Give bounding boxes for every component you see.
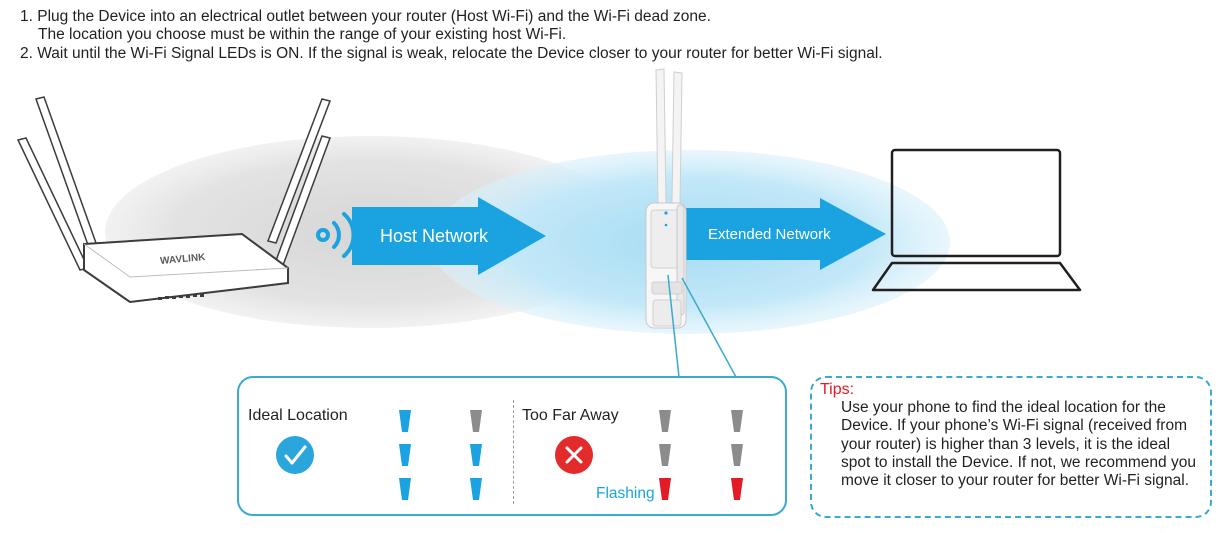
host-network-label: Host Network bbox=[380, 226, 489, 246]
signal-bar bbox=[731, 444, 743, 466]
laptop-icon bbox=[871, 148, 1082, 292]
signal-bar bbox=[470, 444, 482, 466]
signal-bar bbox=[659, 478, 671, 500]
panel-divider bbox=[513, 400, 514, 504]
flashing-label: Flashing bbox=[596, 485, 655, 502]
signal-bars-ideal-left bbox=[399, 410, 413, 502]
signal-bar bbox=[399, 410, 411, 432]
signal-bar bbox=[399, 478, 411, 500]
tips-body: Use your phone to find the ideal locatio… bbox=[841, 399, 1196, 490]
router-antenna-icon bbox=[16, 96, 332, 271]
signal-bar bbox=[731, 478, 743, 500]
step-2: 2. Wait until the Wi-Fi Signal LEDs is O… bbox=[20, 45, 883, 62]
signal-location-panel: Ideal Location Too Far Away Flashing bbox=[237, 376, 787, 516]
signal-bar bbox=[731, 410, 743, 432]
step-1-line-2: The location you choose must be within t… bbox=[38, 26, 567, 43]
router-brand-logo: WAVLINK bbox=[160, 252, 207, 267]
extender-device-icon bbox=[645, 68, 687, 329]
host-network-arrow bbox=[352, 197, 546, 275]
signal-bar bbox=[470, 478, 482, 500]
ideal-location-label: Ideal Location bbox=[248, 407, 348, 424]
cross-icon bbox=[555, 436, 593, 474]
extended-network-arrow bbox=[686, 198, 886, 270]
checkmark-icon bbox=[276, 436, 314, 474]
signal-bar bbox=[470, 410, 482, 432]
signal-bar bbox=[659, 410, 671, 432]
tips-box: Tips: Use your phone to find the ideal l… bbox=[810, 376, 1212, 518]
callout-lines bbox=[667, 274, 737, 378]
signal-bar bbox=[659, 444, 671, 466]
too-far-away-label: Too Far Away bbox=[522, 407, 619, 424]
tips-title: Tips: bbox=[820, 381, 855, 398]
step-1-line-1: 1. Plug the Device into an electrical ou… bbox=[20, 8, 711, 25]
signal-bars-far-right bbox=[731, 410, 745, 502]
signal-bars-ideal-right bbox=[470, 410, 484, 502]
router-icon: WAVLINK bbox=[83, 232, 289, 304]
signal-bar bbox=[399, 444, 411, 466]
signal-bars-far-left bbox=[659, 410, 673, 502]
extended-network-label: Extended Network bbox=[708, 226, 831, 243]
